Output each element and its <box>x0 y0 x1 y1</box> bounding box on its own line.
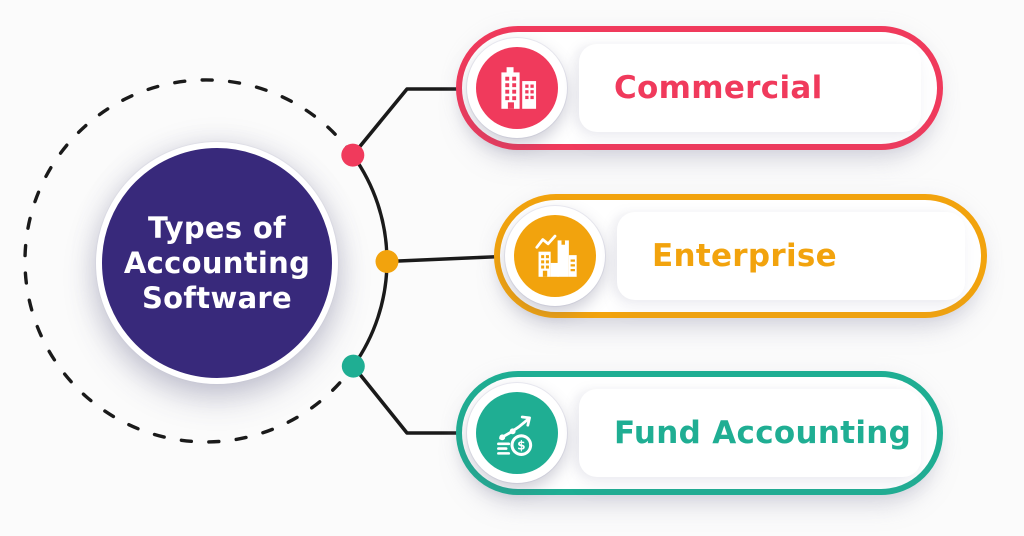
office-buildings-icon <box>476 47 558 129</box>
hub-circle: Types of Accounting Software <box>96 142 338 384</box>
fund-node-dot <box>341 354 365 378</box>
commercial-icon-badge <box>467 38 567 138</box>
branch-label-enterprise: Enterprise <box>617 212 965 300</box>
branch-label-commercial: Commercial <box>579 44 921 132</box>
dashed-orbit-circle <box>23 78 355 444</box>
city-growth-icon-glyph <box>535 234 577 277</box>
branch-pill-fund-accounting: $ Fund Accounting <box>456 371 943 495</box>
fund-accounting-icon-badge: $ <box>467 383 567 483</box>
coin-growth-chart-icon: $ <box>476 392 558 474</box>
enterprise-connector-line <box>385 254 504 264</box>
branch-label-fund-accounting: Fund Accounting <box>579 389 921 477</box>
branch-pill-enterprise: Enterprise <box>494 194 987 318</box>
office-buildings-icon-glyph <box>501 67 537 109</box>
enterprise-node-dot <box>375 250 399 273</box>
diagram-title-line-1: Types of <box>148 210 286 245</box>
dollar-sign-glyph: $ <box>517 438 525 452</box>
fund-connector-line <box>351 364 476 435</box>
enterprise-icon-badge <box>505 206 605 306</box>
diagram-title-line-2: Accounting <box>123 245 311 280</box>
coin-growth-chart-icon-glyph: $ <box>497 415 533 456</box>
commercial-connector-line <box>351 87 476 157</box>
branch-pill-commercial: Commercial <box>456 26 943 150</box>
diagram-title-line-3: Software <box>141 280 293 315</box>
commercial-node-dot <box>341 143 365 167</box>
city-growth-icon <box>514 215 596 297</box>
